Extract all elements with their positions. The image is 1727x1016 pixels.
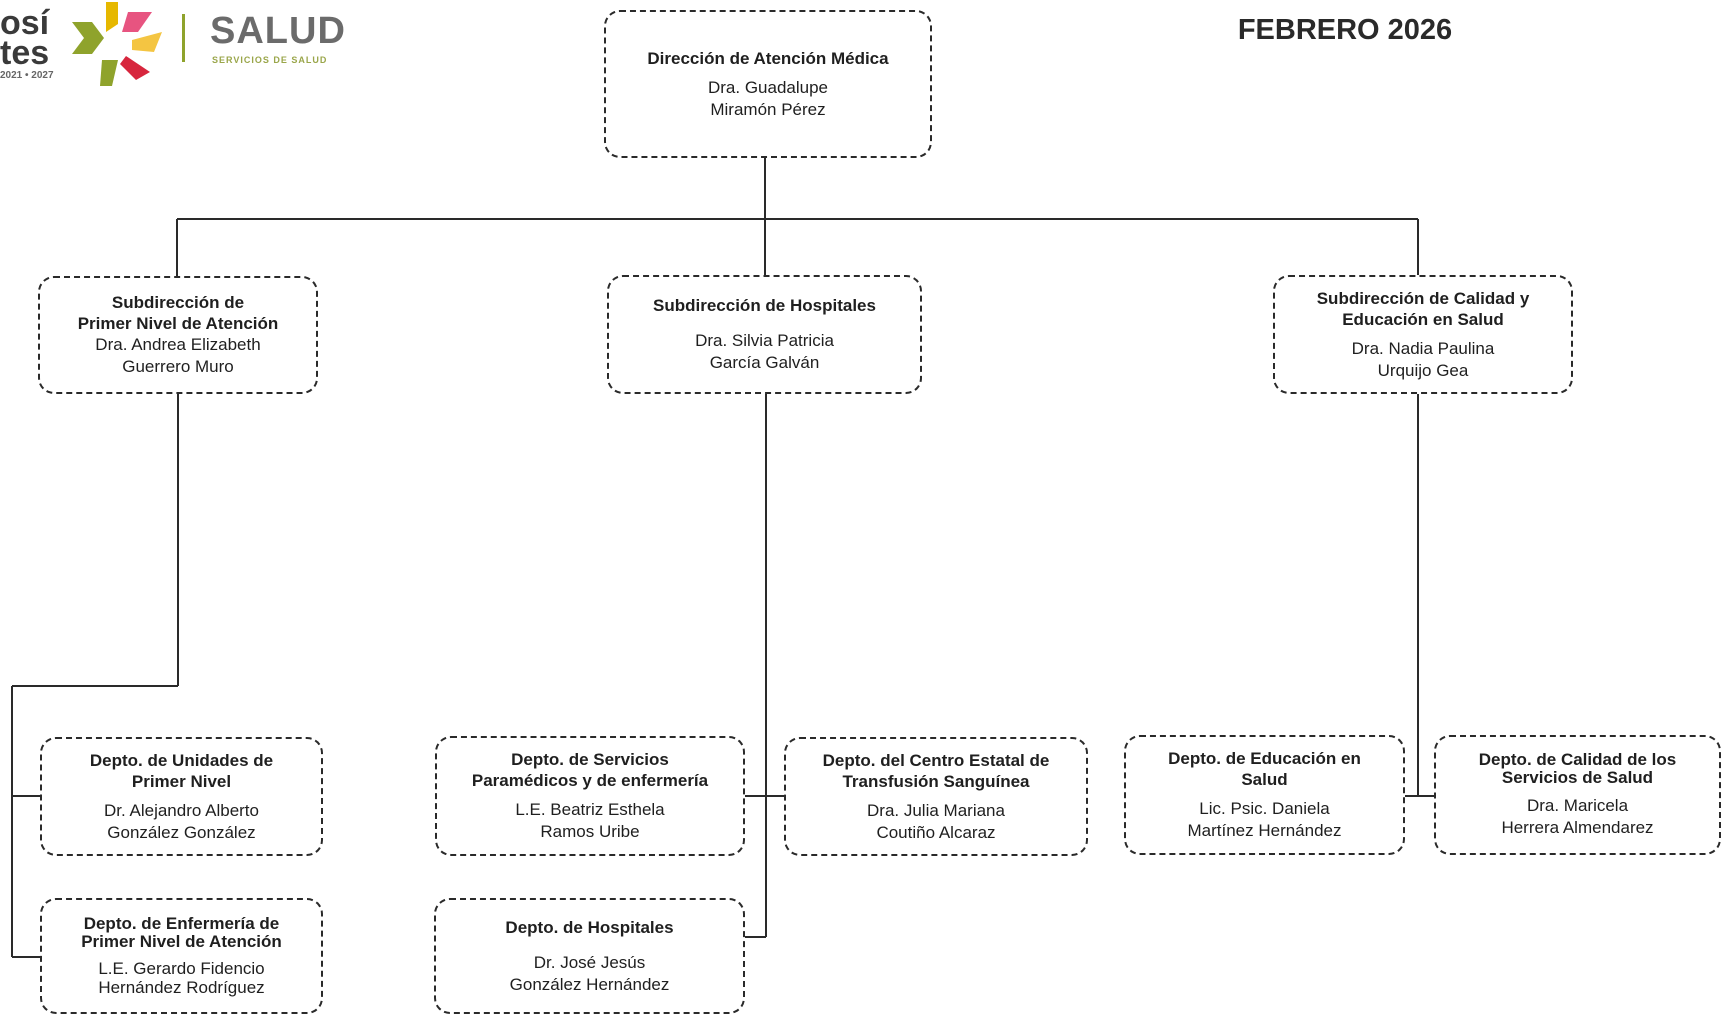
node-name-line: L.E. Gerardo Fidencio	[98, 959, 265, 978]
node-name-line: Urquijo Gea	[1377, 360, 1469, 380]
node-name-line: Guerrero Muro	[122, 357, 234, 376]
node-name-line: Dra. Andrea Elizabeth	[95, 335, 261, 354]
node-title-line: Primer Nivel	[131, 771, 232, 791]
node-title-line: Depto. de Enfermería de	[83, 914, 280, 933]
star-logo-icon	[72, 2, 162, 86]
node-depto-enfermeria-primer-nivel: Depto. de Enfermería de Primer Nivel de …	[40, 898, 323, 1014]
node-name-line: García Galván	[709, 353, 820, 372]
node-title-line: Primer Nivel de Atención	[77, 314, 279, 333]
node-name-line: Ramos Uribe	[540, 822, 640, 841]
node-title: Dirección de Atención Médica	[647, 48, 889, 68]
node-title-line: Depto. del Centro Estatal de	[822, 750, 1050, 770]
logo-salud-subtitle: SERVICIOS DE SALUD	[212, 55, 328, 65]
node-depto-centro-transfusion: Depto. del Centro Estatal de Transfusión…	[784, 737, 1088, 856]
node-title-line: Depto. de Calidad de los	[1478, 750, 1677, 769]
node-name-line: Herrera Almendarez	[1501, 818, 1654, 837]
node-name-line: Dra. Julia Mariana	[867, 800, 1005, 820]
node-name-line: Martínez Hernández	[1187, 821, 1342, 840]
node-title: Depto. de Hospitales	[505, 917, 674, 937]
node-title-line: Salud	[1241, 770, 1288, 789]
node-name-line: Dra. Nadia Paulina	[1351, 338, 1495, 358]
node-title-line: Paramédicos y de enfermería	[471, 771, 709, 790]
logo-years: 2021 • 2027	[0, 70, 54, 81]
node-depto-unidades-primer-nivel: Depto. de Unidades de Primer Nivel Dr. A…	[40, 737, 323, 856]
logo: osí tes 2021 • 2027 SALUD SERVICIOS DE S…	[0, 0, 360, 90]
node-title-line: Educación en Salud	[1342, 309, 1504, 329]
node-name-line: González González	[107, 822, 256, 842]
logo-text-fragment: tes	[0, 34, 50, 72]
node-title-line: Depto. de Unidades de	[89, 750, 274, 770]
node-subdireccion-calidad-educacion: Subdirección de Calidad y Educación en S…	[1273, 275, 1573, 394]
logo-salud: SALUD	[210, 10, 346, 52]
node-name-line: Dra. Silvia Patricia	[695, 331, 834, 350]
node-name-line: Dr. Alejandro Alberto	[104, 800, 259, 820]
node-direccion-atencion-medica: Dirección de Atención Médica Dra. Guadal…	[604, 10, 932, 158]
node-name-line: L.E. Beatriz Esthela	[515, 800, 665, 819]
node-depto-educacion-salud: Depto. de Educación en Salud Lic. Psic. …	[1124, 735, 1405, 855]
node-depto-hospitales: Depto. de Hospitales Dr. José Jesús Gonz…	[434, 898, 745, 1014]
node-name-line: Lic. Psic. Daniela	[1199, 799, 1330, 818]
node-title-line: Subdirección de	[111, 293, 245, 312]
node-name-line: Dra. Maricela	[1526, 796, 1629, 815]
node-title-line: Primer Nivel de Atención	[81, 932, 282, 951]
logo-text-fragment: osí	[0, 4, 50, 42]
node-name-line: Miramón Pérez	[710, 99, 826, 119]
node-depto-servicios-paramedicos: Depto. de Servicios Paramédicos y de enf…	[435, 736, 745, 856]
node-name-line: González Hernández	[509, 974, 670, 994]
node-title-line: Depto. de Educación en	[1168, 749, 1361, 768]
node-subdireccion-hospitales: Subdirección de Hospitales Dra. Silvia P…	[607, 275, 922, 394]
node-name-line: Coutiño Alcaraz	[876, 822, 996, 842]
node-title-line: Depto. de Servicios	[511, 750, 669, 769]
node-title: Subdirección de Hospitales	[653, 296, 876, 315]
node-subdireccion-primer-nivel: Subdirección de Primer Nivel de Atención…	[38, 276, 318, 394]
node-depto-calidad-servicios: Depto. de Calidad de los Servicios de Sa…	[1434, 735, 1721, 855]
node-name-line: Dra. Guadalupe	[707, 77, 829, 97]
node-name-line: Hernández Rodríguez	[98, 978, 265, 997]
logo-divider	[182, 14, 185, 62]
node-name-line: Dr. José Jesús	[533, 952, 646, 972]
node-title-line: Servicios de Salud	[1501, 768, 1654, 787]
node-title-line: Subdirección de Calidad y	[1316, 288, 1530, 308]
date-label: FEBRERO 2026	[1237, 14, 1453, 46]
node-title-line: Transfusión Sanguínea	[842, 771, 1030, 791]
